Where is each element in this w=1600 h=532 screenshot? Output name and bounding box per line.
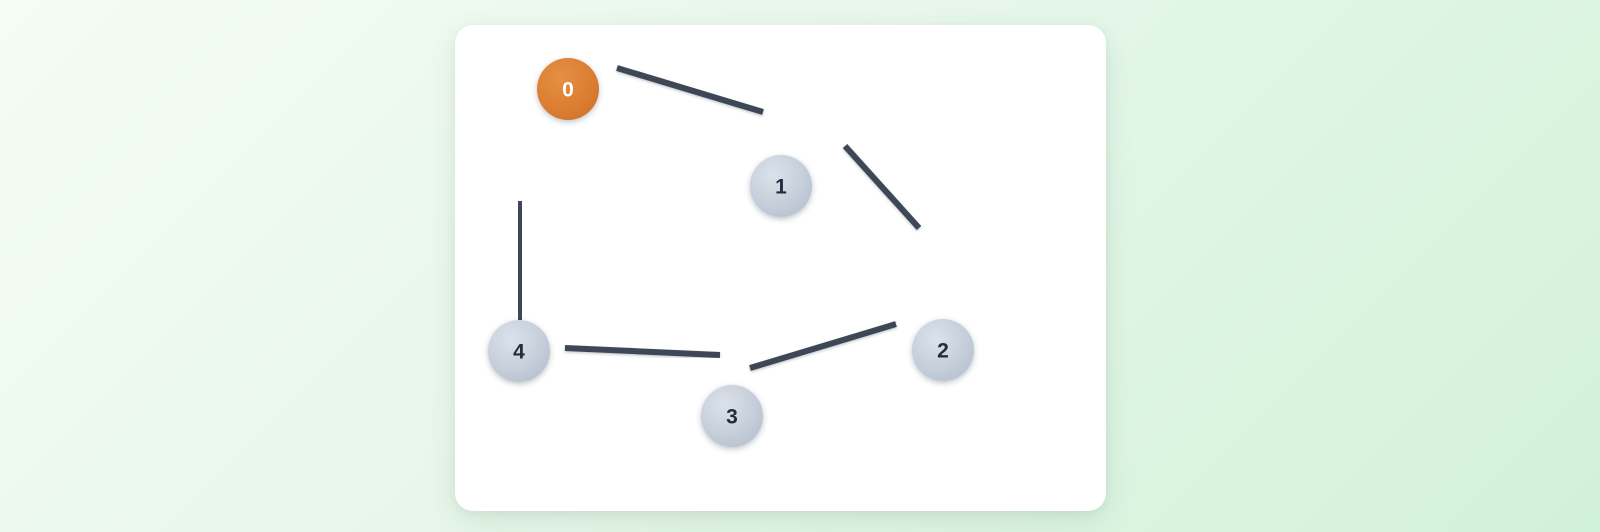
graph-node-circle[interactable]: [488, 320, 550, 382]
graph-node-circle[interactable]: [912, 319, 974, 381]
graph-node-circle[interactable]: [537, 58, 599, 120]
graph-node-1[interactable]: 1: [750, 155, 812, 217]
graph-edge[interactable]: [516, 200, 524, 321]
graph-node-label: 0: [562, 79, 574, 102]
graph-edges-layer: [516, 65, 922, 371]
graph-node-0[interactable]: 0: [537, 58, 599, 120]
graph-node-4[interactable]: 4: [488, 320, 550, 382]
graph-edge[interactable]: [616, 65, 764, 115]
graph-canvas[interactable]: 0 1 2 3 4: [455, 25, 1106, 511]
graph-node-label: 1: [775, 176, 787, 199]
graph-edge[interactable]: [749, 321, 897, 371]
graph-node-circle[interactable]: [701, 385, 763, 447]
graph-node-circle[interactable]: [750, 155, 812, 217]
graph-edge[interactable]: [564, 345, 721, 358]
graph-node-label: 4: [513, 341, 525, 364]
graph-node-label: 3: [726, 406, 738, 429]
graph-node-3[interactable]: 3: [701, 385, 763, 447]
graph-nodes-layer: 0 1 2 3 4: [488, 58, 974, 447]
graph-node-2[interactable]: 2: [912, 319, 974, 381]
graph-edge[interactable]: [842, 143, 922, 231]
graph-card: 0 1 2 3 4: [455, 25, 1106, 511]
graph-node-label: 2: [937, 340, 949, 363]
